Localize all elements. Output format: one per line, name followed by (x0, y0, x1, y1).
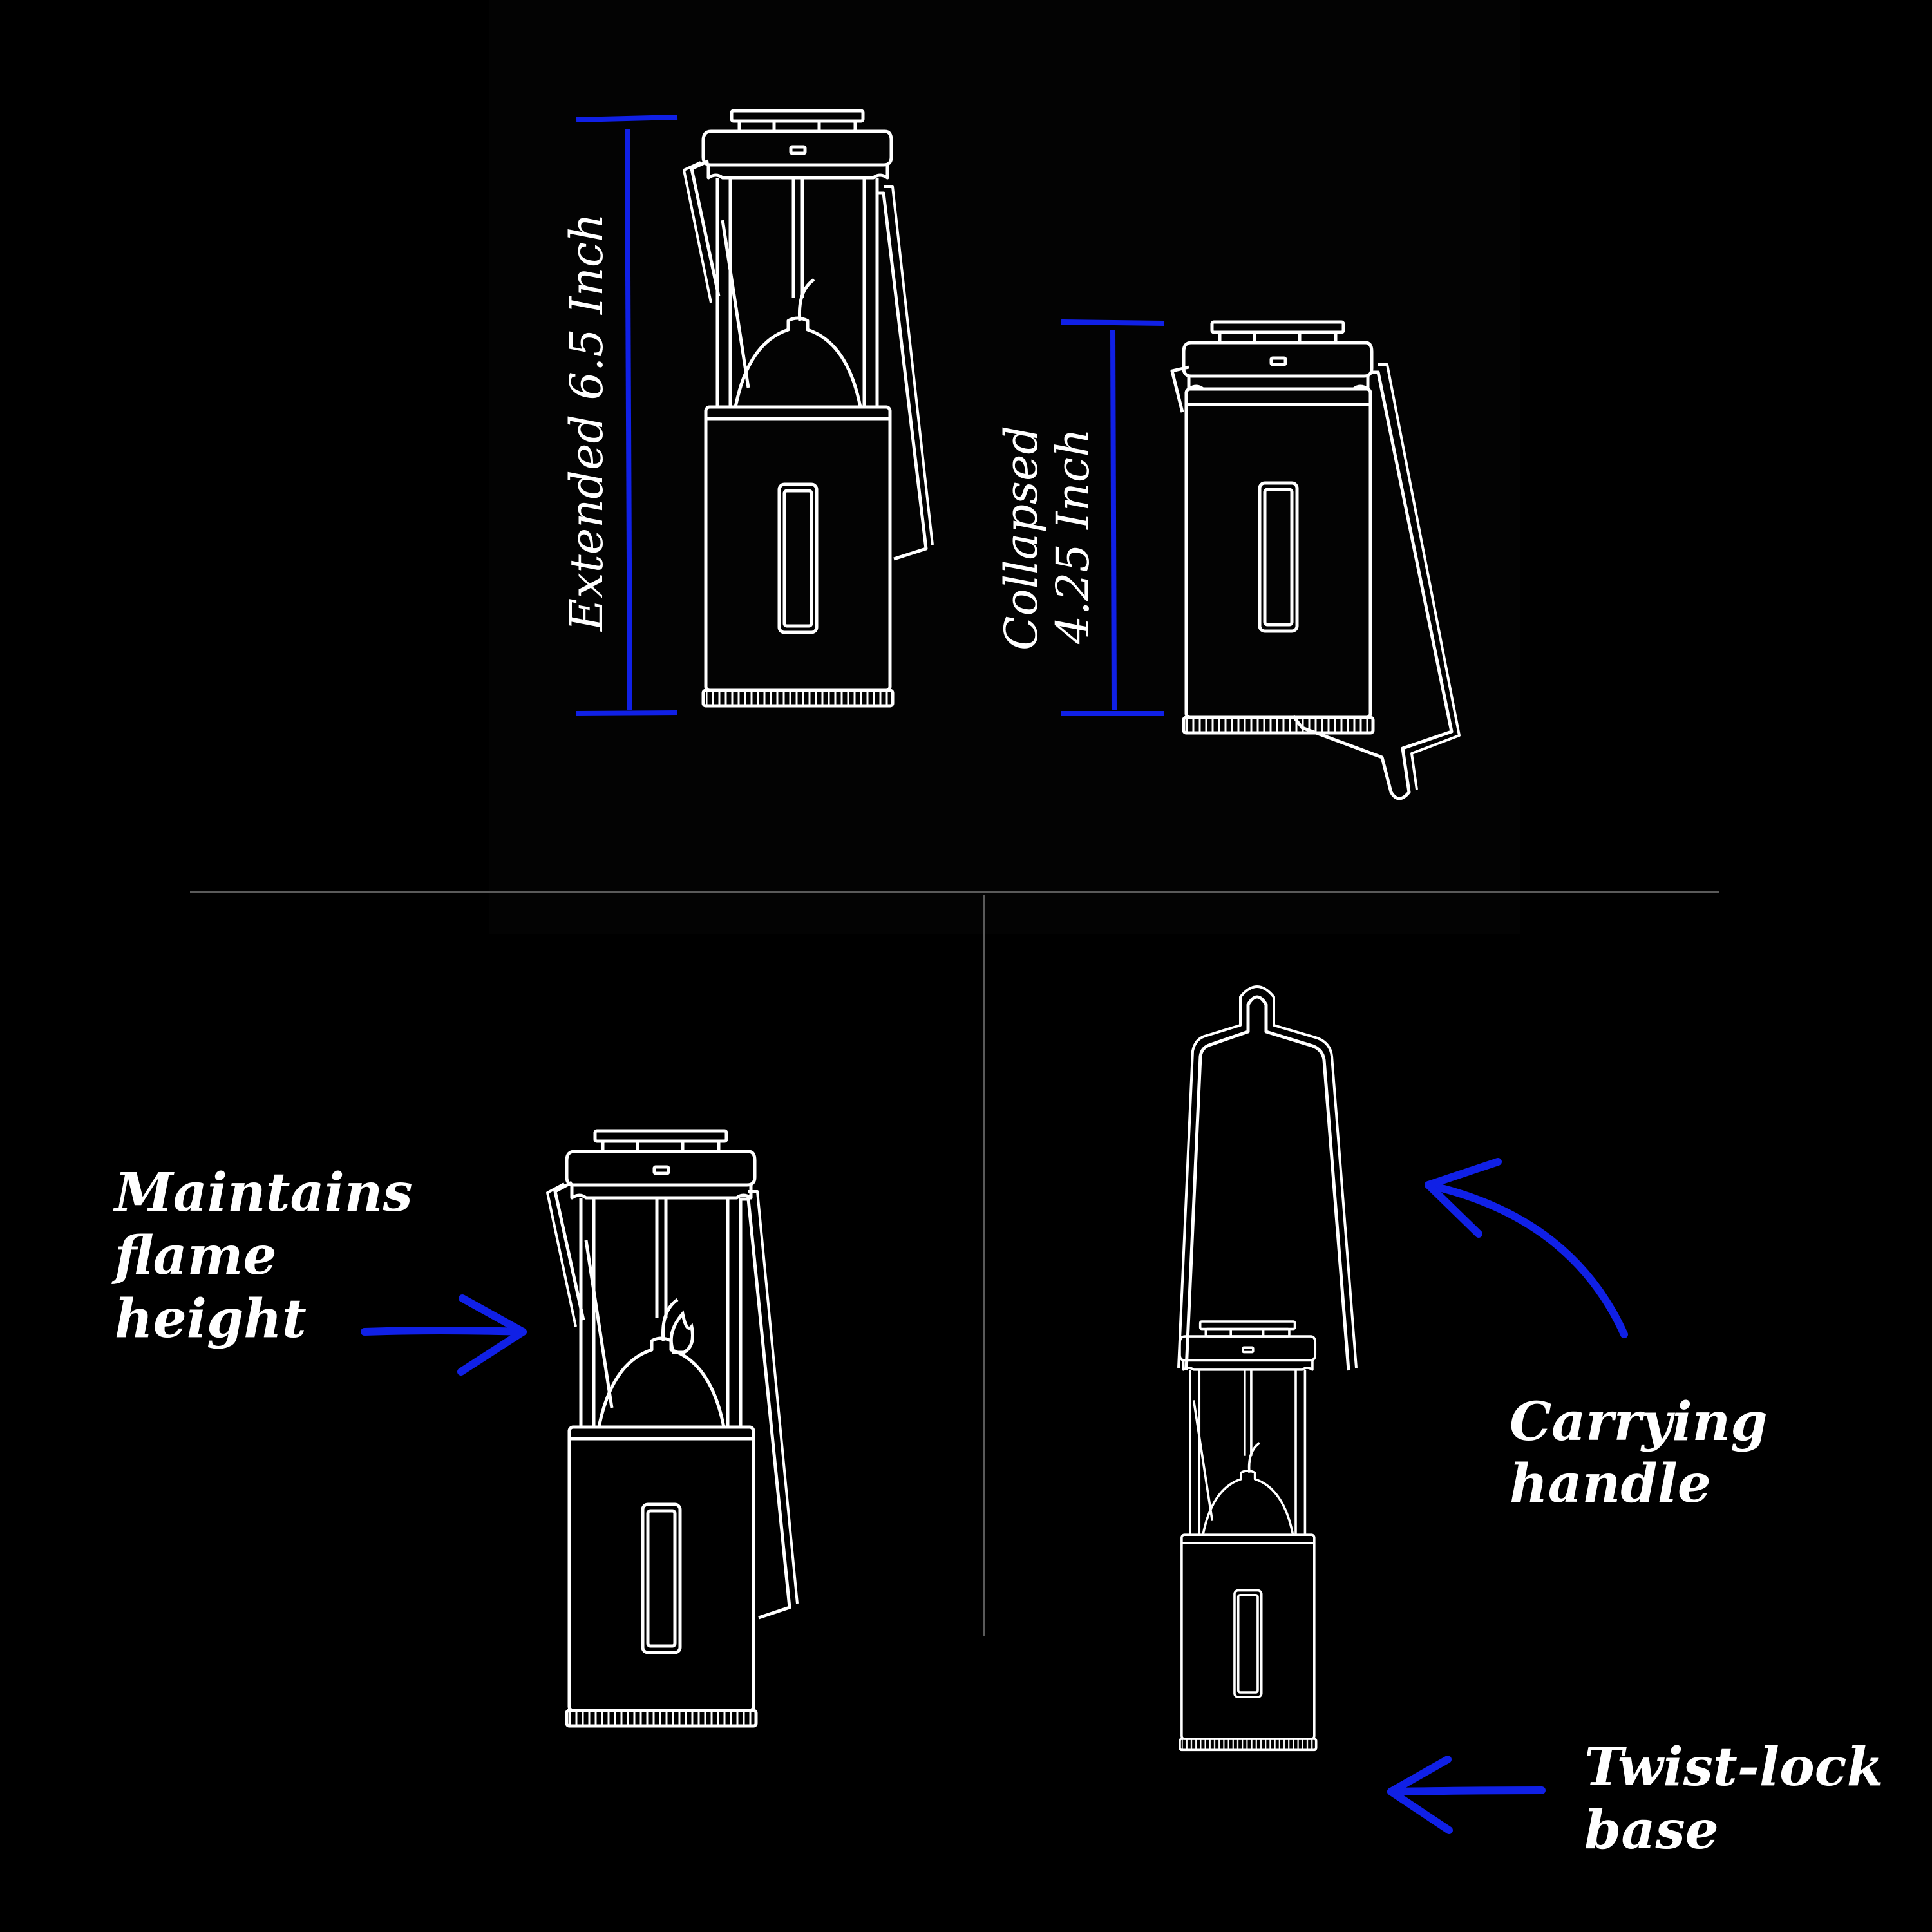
handle-callout: Carrying handle (1425, 1158, 1768, 1515)
lantern-hanging-icon (1177, 985, 1358, 1752)
extended-dimension: Extended 6.5 Inch (560, 115, 678, 716)
collapsed-label-line2: 4.25 Inch (1046, 428, 1099, 645)
base-label-line1: Twist-lock (1584, 1736, 1883, 1798)
arrow-right-icon (361, 1294, 527, 1376)
arrow-left-icon (1387, 1756, 1546, 1834)
flame-label-line1: Maintains (113, 1162, 413, 1224)
collapsed-label-line1: Collapsed (995, 426, 1048, 650)
flame-label-line2: flame (111, 1225, 277, 1287)
flame-callout: Maintains flame height (111, 1162, 527, 1376)
lantern-flame-icon (546, 1131, 799, 1726)
lantern-extended-icon (683, 111, 934, 706)
lantern-collapsed-icon (1170, 322, 1461, 800)
extended-label: Extended 6.5 Inch (560, 213, 613, 632)
handle-label-line1: Carrying (1510, 1391, 1768, 1453)
collapsed-dimension: Collapsed 4.25 Inch (995, 319, 1165, 716)
base-callout: Twist-lock base (1387, 1736, 1883, 1861)
base-label-line2: base (1584, 1799, 1719, 1861)
flame-label-line3: height (115, 1288, 307, 1350)
handle-label-line2: handle (1510, 1453, 1711, 1515)
curved-arrow-icon (1425, 1158, 1628, 1338)
